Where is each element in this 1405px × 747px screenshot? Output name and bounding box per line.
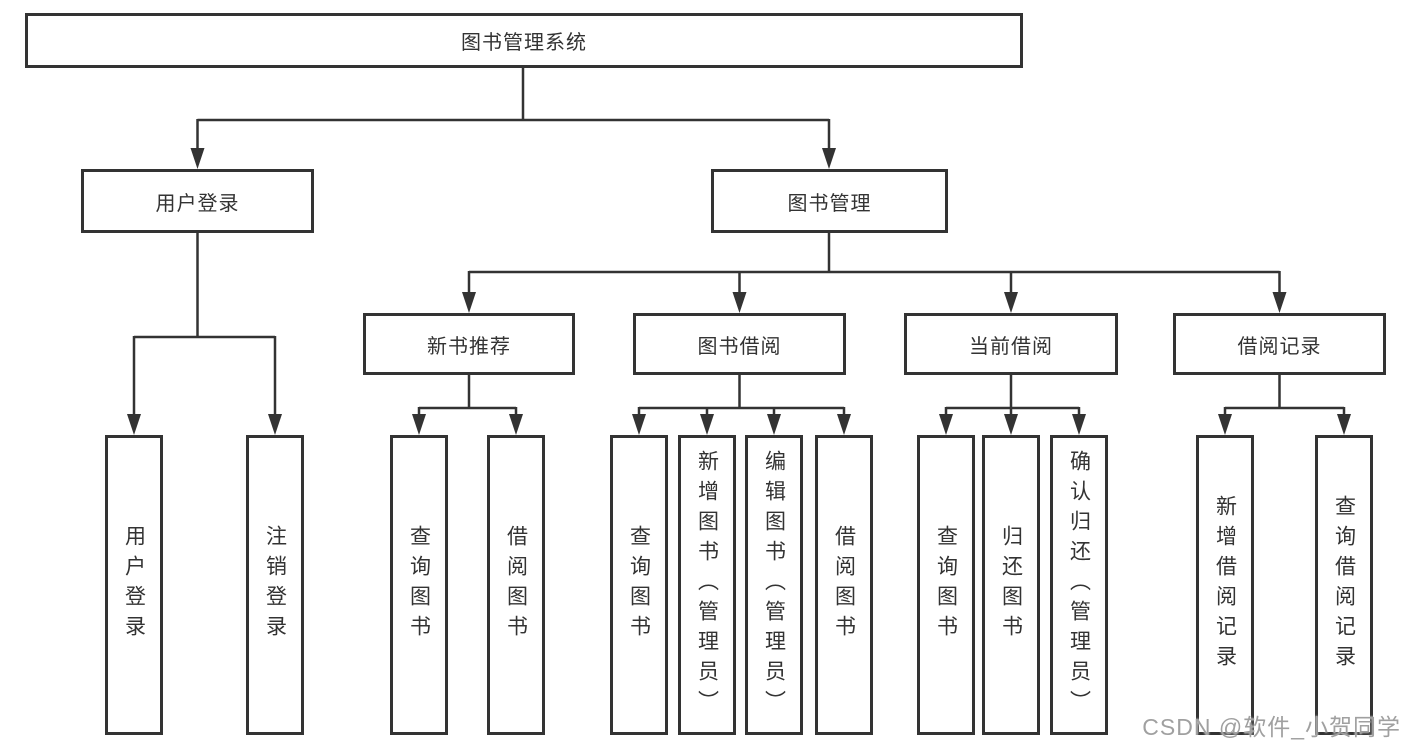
leaf-add-books-admin: 新增图书（管理员） xyxy=(678,435,736,735)
leaf-label: 新增图书（管理员） xyxy=(695,450,719,720)
node-user-login: 用户登录 xyxy=(81,169,314,233)
leaf-logout: 注销登录 xyxy=(246,435,304,735)
leaf-label: 查询图书 xyxy=(934,525,958,645)
leaf-label: 借阅图书 xyxy=(832,525,856,645)
leaf-edit-books-admin: 编辑图书（管理员） xyxy=(745,435,803,735)
leaf-label: 确认归还（管理员） xyxy=(1067,450,1091,720)
leaf-label: 借阅图书 xyxy=(504,525,528,645)
leaf-query-books-3: 查询图书 xyxy=(917,435,975,735)
node-current-borrowing: 当前借阅 xyxy=(904,313,1118,375)
leaf-return-books: 归还图书 xyxy=(982,435,1040,735)
node-borrowing-records: 借阅记录 xyxy=(1173,313,1386,375)
leaf-query-books-1: 查询图书 xyxy=(390,435,448,735)
node-new-book-recommend: 新书推荐 xyxy=(363,313,575,375)
leaf-label: 新增借阅记录 xyxy=(1213,495,1237,675)
leaf-label: 查询借阅记录 xyxy=(1332,495,1356,675)
leaf-borrow-books-1: 借阅图书 xyxy=(487,435,545,735)
leaf-add-borrow-record: 新增借阅记录 xyxy=(1196,435,1254,735)
node-book-management: 图书管理 xyxy=(711,169,948,233)
leaf-query-books-2: 查询图书 xyxy=(610,435,668,735)
leaf-confirm-return-admin: 确认归还（管理员） xyxy=(1050,435,1108,735)
leaf-label: 注销登录 xyxy=(263,525,287,645)
leaf-borrow-books-2: 借阅图书 xyxy=(815,435,873,735)
leaf-query-borrow-record: 查询借阅记录 xyxy=(1315,435,1373,735)
leaf-label: 查询图书 xyxy=(407,525,431,645)
node-book-borrowing: 图书借阅 xyxy=(633,313,846,375)
leaf-label: 编辑图书（管理员） xyxy=(762,450,786,720)
leaf-label: 查询图书 xyxy=(627,525,651,645)
node-library-management-system: 图书管理系统 xyxy=(25,13,1023,68)
leaf-user-login: 用户登录 xyxy=(105,435,163,735)
watermark: CSDN @软件_小贺同学 xyxy=(1142,714,1401,740)
leaf-label: 用户登录 xyxy=(122,525,146,645)
leaf-label: 归还图书 xyxy=(999,525,1023,645)
